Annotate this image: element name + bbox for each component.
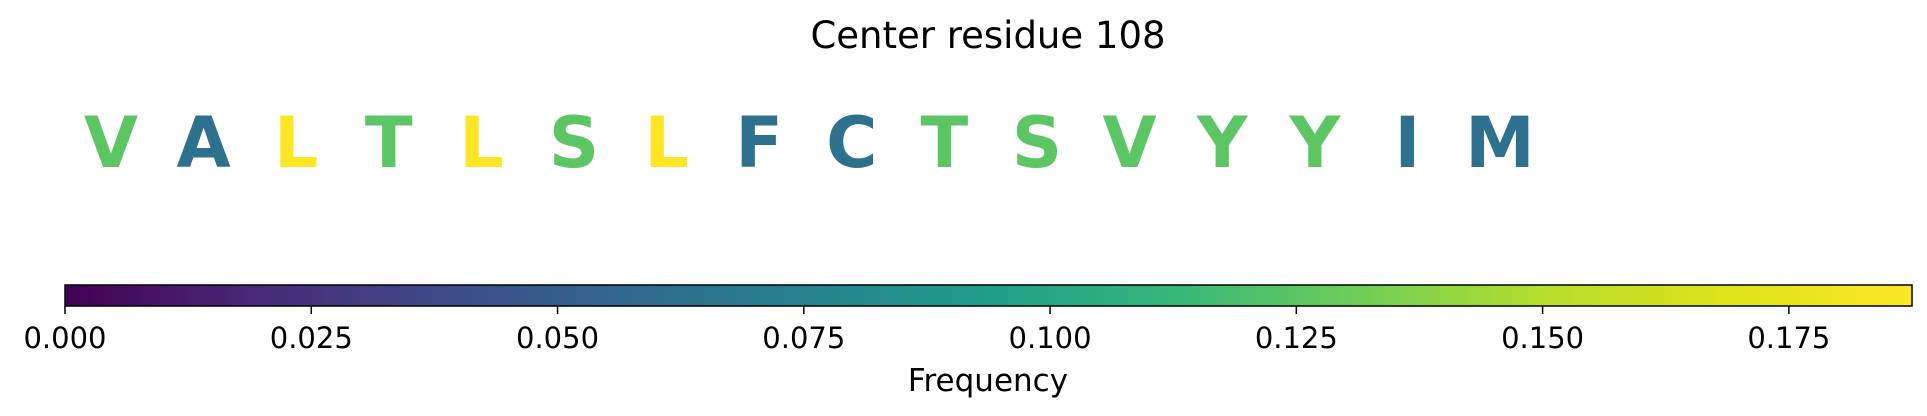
residue-letter: V xyxy=(1103,102,1157,184)
residue-letter: I xyxy=(1394,102,1420,184)
residue-letter: C xyxy=(826,102,877,184)
colorbar-tick-label: 0.075 xyxy=(762,321,845,355)
residue-letter: L xyxy=(274,102,319,184)
residue-letter: V xyxy=(84,102,138,184)
residue-letter: L xyxy=(644,102,689,184)
chart-title: Center residue 108 xyxy=(810,14,1165,57)
colorbar-tick-label: 0.025 xyxy=(270,321,353,355)
residue-letter: T xyxy=(365,102,413,184)
colorbar-tick-label: 0.000 xyxy=(23,321,106,355)
colorbar-ticks: 0.000 0.025 0.050 0.075 0.100 0.125 0.150 0.175 xyxy=(23,306,1830,355)
colorbar-label: Frequency xyxy=(908,363,1068,399)
colorbar xyxy=(64,284,1913,307)
residue-letter: A xyxy=(177,102,231,184)
residue-letter: Y xyxy=(1196,102,1249,184)
colorbar-tick-label: 0.150 xyxy=(1501,321,1584,355)
residue-letter: Y xyxy=(1288,102,1341,184)
colorbar-tick-label: 0.100 xyxy=(1009,321,1092,355)
residue-letter: L xyxy=(459,102,504,184)
residue-letter: S xyxy=(549,102,599,184)
colorbar-tick-label: 0.125 xyxy=(1255,321,1338,355)
colorbar-tick-label: 0.050 xyxy=(516,321,599,355)
residue-letter: T xyxy=(921,102,969,184)
residue-letter: M xyxy=(1465,102,1535,184)
residue-letter: S xyxy=(1012,102,1062,184)
residue-letter: F xyxy=(735,102,783,184)
colorbar-tick-label: 0.175 xyxy=(1747,321,1830,355)
